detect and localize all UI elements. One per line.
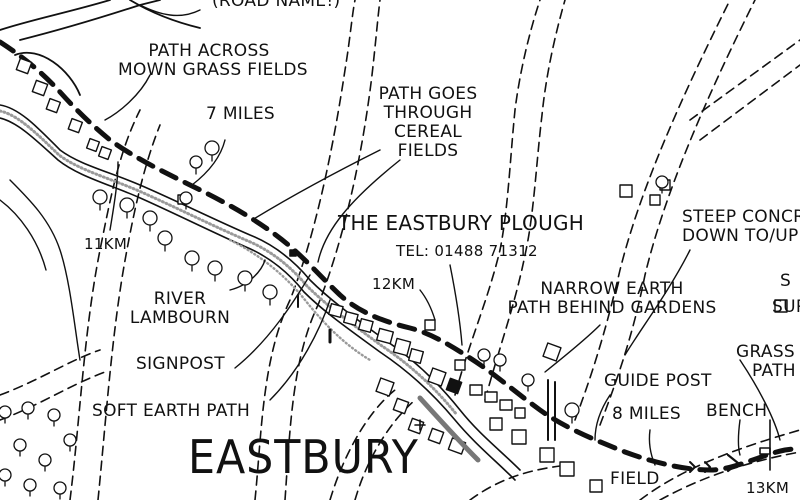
eleven-km-label: 11KM (84, 235, 128, 253)
church-cross-icon (414, 419, 426, 431)
thirteen-km-label: 13KM (746, 479, 790, 497)
path-goes-line-3: CEREAL (393, 122, 463, 143)
leader-lines (104, 4, 781, 466)
path-goes-line-2: THROUGH (383, 103, 473, 124)
bench-arrow-icon (726, 453, 740, 473)
river-line-1: RIVER (153, 289, 207, 309)
bench-icon (759, 447, 771, 455)
road-top-left (0, 0, 201, 96)
river-line-2: LAMBOURN (129, 308, 231, 329)
edge-label-sur: SUR (772, 297, 800, 317)
guide-post-label: GUIDE POST (604, 371, 712, 391)
narrow-earth-line-2: PATH BEHIND GARDENS (507, 298, 717, 319)
steep-concrete-label: STEEP CONCR DOWN TO/UP (682, 207, 800, 247)
seven-miles-label: 7 MILES (206, 104, 276, 124)
twelve-km-label: 12KM (372, 275, 416, 293)
buildings (15, 57, 788, 493)
tree-icons (0, 140, 669, 500)
signpost-label: SIGNPOST (136, 354, 225, 374)
narrow-earth-line-1: NARROW EARTH (540, 279, 684, 299)
steep-concrete-line-2: DOWN TO/UP (682, 226, 799, 247)
field-label: FIELD (610, 469, 660, 489)
path-across-label: PATH ACROSS MOWN GRASS FIELDS (118, 41, 308, 81)
hatched-bank (417, 395, 481, 463)
path-across-line-1: PATH ACROSS (148, 41, 270, 61)
eight-miles-label: 8 MILES (612, 404, 682, 424)
steep-concrete-line-1: STEEP CONCR (682, 207, 800, 227)
pub-telephone-label: TEL: 01488 71312 (396, 242, 538, 260)
grass-path-line-1: GRASS (736, 342, 796, 362)
soft-earth-path-label: SOFT EARTH PATH (92, 401, 251, 421)
edge-label-s: S (780, 271, 792, 291)
narrow-earth-label: NARROW EARTH PATH BEHIND GARDENS (506, 279, 718, 319)
river-label: RIVER LAMBOURN (128, 289, 232, 329)
river-lambourn (0, 104, 521, 481)
grass-path-label: GRASS PATH (736, 342, 796, 382)
pub-name-label: THE EASTBURY PLOUGH (338, 211, 585, 235)
road-name-label: (ROAD NAME!) (212, 0, 341, 11)
path-goes-line-1: PATH GOES (378, 84, 478, 104)
route-markers (289, 249, 771, 473)
town-name-label: EASTBURY (188, 430, 419, 484)
path-across-line-2: MOWN GRASS FIELDS (118, 60, 308, 81)
path-goes-label: PATH GOES THROUGH CEREAL FIELDS (368, 84, 488, 162)
grass-path-line-2: PATH (752, 361, 796, 382)
path-goes-line-4: FIELDS (397, 141, 459, 162)
walking-route (0, 39, 800, 473)
bench-label: BENCH (706, 401, 768, 421)
